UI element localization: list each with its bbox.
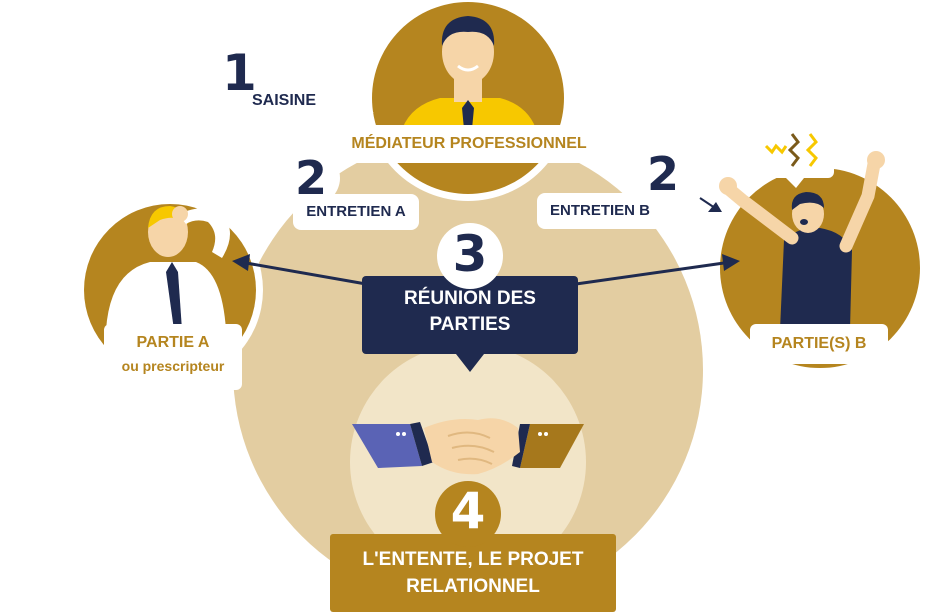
arrow-to-party-b — [575, 261, 725, 286]
step3-badge — [437, 223, 503, 289]
step3-box-pointer — [456, 354, 484, 372]
step3-label-line1: RÉUNION DES — [404, 288, 536, 309]
party-a-sublabel: ou prescripteur — [121, 358, 225, 374]
step4-label-line1: L'ENTENTE, LE PROJET — [362, 549, 584, 570]
party-b-figure — [719, 151, 885, 330]
step1-number: 1 — [222, 44, 257, 102]
connector-entretien-a — [224, 189, 249, 203]
step3-label: RÉUNION DES PARTIES — [362, 286, 578, 338]
mediator-label: MÉDIATEUR PROFESSIONNEL — [338, 125, 600, 163]
party-a-label: PARTIE A — [136, 334, 210, 351]
party-a-figure — [106, 206, 230, 330]
arrow-to-party-a — [245, 261, 367, 286]
step2a-label: ENTRETIEN A — [293, 194, 419, 230]
step4-label: L'ENTENTE, LE PROJET RELATIONNEL — [330, 546, 616, 600]
step2b-number: 2 — [634, 146, 692, 202]
step3-number: 3 — [452, 225, 488, 283]
step4-label-line2: RELATIONNEL — [406, 576, 540, 597]
step2b-label: ENTRETIEN B — [537, 193, 663, 229]
step1-label: SAISINE — [252, 92, 317, 109]
arrowhead-party-b — [722, 254, 740, 271]
party-a-label-box: PARTIE A ou prescripteur — [104, 324, 242, 390]
party-b-label: PARTIE(S) B — [750, 324, 888, 364]
handshake-icon — [352, 418, 584, 475]
step4-badge — [435, 481, 501, 547]
step3-box — [362, 276, 578, 354]
step3-label-line2: PARTIES — [429, 314, 511, 335]
step4-number: 4 — [450, 482, 486, 540]
stress-scribbles-icon — [752, 130, 834, 188]
arrowhead-party-a — [232, 254, 250, 271]
arrowhead-party-b-small — [708, 202, 722, 212]
step4-box — [330, 534, 616, 612]
